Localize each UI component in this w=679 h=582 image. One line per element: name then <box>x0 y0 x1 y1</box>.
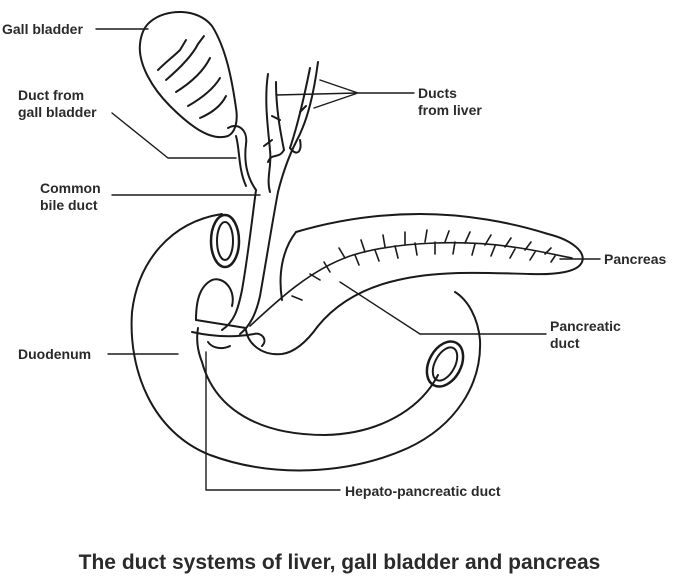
label-ducts-from-liver-line1: Ducts <box>418 85 457 101</box>
figure-caption: The duct systems of liver, gall bladder … <box>78 551 601 574</box>
label-common-bile-duct-line1: Common <box>40 180 101 196</box>
label-pancreatic-duct-line1: Pancreatic <box>550 318 621 334</box>
label-common-bile-duct-line2: bile duct <box>40 197 98 213</box>
label-pancreas: Pancreas <box>604 251 667 267</box>
label-common-bile-duct: Common bile duct <box>40 180 101 214</box>
gall-bladder-shape <box>138 10 238 139</box>
duodenum-shape <box>130 213 482 472</box>
common-bile-duct-shape <box>195 189 279 335</box>
label-ducts-from-liver: Ducts from liver <box>418 85 482 119</box>
label-duct-from-gall-bladder: Duct from gall bladder <box>18 87 97 121</box>
label-pancreatic-duct: Pancreatic duct <box>550 318 621 352</box>
cystic-duct-shape <box>227 125 257 191</box>
label-ducts-from-liver-line2: from liver <box>418 102 482 118</box>
label-pancreatic-duct-line2: duct <box>550 335 580 351</box>
label-gall-bladder: Gall bladder <box>2 21 83 37</box>
pancreatic-duct-shape <box>249 229 573 327</box>
leader-lines <box>95 28 601 491</box>
label-duct-from-gall-bladder-line1: Duct from <box>18 87 85 103</box>
label-hepato-pancreatic-duct: Hepato-pancreatic duct <box>345 483 501 499</box>
hepato-pancreatic-duct-shape <box>191 331 266 350</box>
pancreas-shape <box>245 213 584 356</box>
liver-ducts-shape <box>263 61 319 193</box>
label-duodenum: Duodenum <box>18 346 92 362</box>
label-duct-from-gall-bladder-line2: gall bladder <box>18 104 97 120</box>
